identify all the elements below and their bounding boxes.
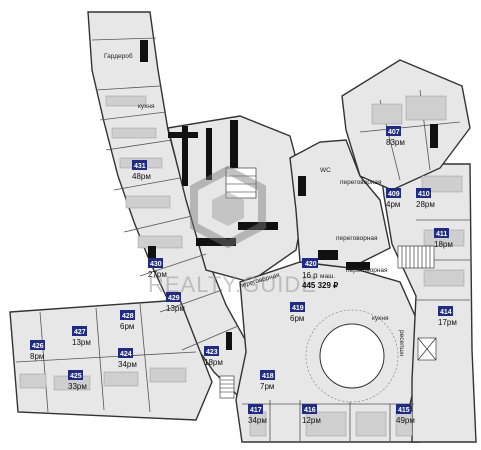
room-badge[interactable] bbox=[132, 160, 147, 170]
room-badge[interactable] bbox=[438, 306, 453, 316]
room-number: 407 bbox=[388, 129, 400, 136]
room-capacity: 8рм bbox=[30, 352, 44, 361]
room-badge[interactable] bbox=[204, 346, 219, 356]
room-number: 418 bbox=[262, 373, 274, 380]
room-number: 415 bbox=[398, 407, 410, 414]
room-capacity: 6рм bbox=[290, 314, 304, 323]
atrium-void bbox=[319, 323, 385, 389]
room-number: 419 bbox=[292, 305, 304, 312]
room-414[interactable]: 414 17рм bbox=[438, 306, 457, 327]
watermark-logo bbox=[190, 165, 266, 249]
room-capacity: 4рм bbox=[386, 200, 400, 209]
stairs bbox=[219, 167, 437, 399]
room-number: 417 bbox=[250, 407, 262, 414]
room-capacity: 18рм bbox=[434, 240, 453, 249]
room-badge[interactable] bbox=[166, 292, 181, 302]
room-badge-420[interactable] bbox=[302, 258, 318, 268]
room-number-420: 420 bbox=[305, 261, 317, 268]
room-415[interactable]: 415 49рм bbox=[396, 404, 415, 425]
kitchen-right-label: кухня bbox=[372, 315, 389, 322]
room-capacity: 7рм bbox=[260, 382, 274, 391]
room-capacity: 28рм bbox=[416, 200, 435, 209]
room-431[interactable]: 431 48рм bbox=[132, 160, 151, 181]
room-badges: 43148рм43027рм42913рм4286рм42713рм4268рм… bbox=[30, 126, 457, 425]
room-427[interactable]: 427 13рм bbox=[72, 326, 91, 347]
room-badge[interactable] bbox=[260, 370, 275, 380]
wc-label: WC bbox=[320, 167, 331, 174]
kitchen-top-label: кухня bbox=[138, 103, 155, 110]
meeting-room-label-3: переговорная bbox=[340, 179, 382, 186]
room-number: 426 bbox=[32, 343, 44, 350]
room-capacity: 13рм bbox=[72, 338, 91, 347]
room-capacity: 83рм bbox=[386, 138, 405, 147]
meeting-room-label-2: переговорная bbox=[346, 267, 388, 274]
room-capacity: 6рм bbox=[120, 322, 134, 331]
room-capacity: 17рм bbox=[438, 318, 457, 327]
room-capacity: 34рм bbox=[248, 416, 267, 425]
room-411[interactable]: 411 18рм bbox=[434, 228, 453, 249]
room-429[interactable]: 429 13рм bbox=[166, 292, 185, 313]
room-425[interactable]: 425 33рм bbox=[68, 370, 87, 391]
room-badge[interactable] bbox=[148, 258, 163, 268]
room-capacity-420: 16 р bbox=[302, 271, 318, 280]
room-badge[interactable] bbox=[72, 326, 87, 336]
room-price-420: 445 329 ₽ bbox=[302, 281, 338, 290]
room-407[interactable]: 407 83рм bbox=[386, 126, 405, 147]
room-capacity: 13рм bbox=[166, 304, 185, 313]
room-number: 428 bbox=[122, 313, 134, 320]
room-capacity: 48рм bbox=[132, 172, 151, 181]
room-number: 423 bbox=[206, 349, 218, 356]
room-badge[interactable] bbox=[302, 404, 317, 414]
room-badge[interactable] bbox=[290, 302, 305, 312]
wardrobe-label: Гардероб bbox=[104, 52, 133, 60]
room-badge[interactable] bbox=[386, 126, 401, 136]
room-number: 431 bbox=[134, 163, 146, 170]
room-badge[interactable] bbox=[386, 188, 401, 198]
room-badge[interactable] bbox=[248, 404, 263, 414]
room-capacity: 49рм bbox=[396, 416, 415, 425]
room-number: 425 bbox=[70, 373, 82, 380]
room-capacity: 33рм bbox=[68, 382, 87, 391]
room-badge[interactable] bbox=[68, 370, 83, 380]
structural-walls bbox=[140, 40, 438, 350]
room-number: 416 bbox=[304, 407, 316, 414]
meeting-room-label-1: переговорная bbox=[336, 235, 378, 242]
room-number: 414 bbox=[440, 309, 452, 316]
room-number: 429 bbox=[168, 295, 180, 302]
room-number: 409 bbox=[388, 191, 400, 198]
room-badge[interactable] bbox=[396, 404, 411, 414]
room-410[interactable]: 410 28рм bbox=[416, 188, 435, 209]
selected-room-callout[interactable]: 420 16 р маш. 445 329 ₽ bbox=[302, 258, 338, 290]
room-capacity: 34рм bbox=[118, 360, 137, 369]
room-capacity-420-suffix: маш. bbox=[320, 273, 335, 280]
reception-label: ресепшн bbox=[398, 330, 405, 357]
room-424[interactable]: 424 34рм bbox=[118, 348, 137, 369]
room-430[interactable]: 430 27рм bbox=[148, 258, 167, 279]
room-badge[interactable] bbox=[416, 188, 431, 198]
room-number: 430 bbox=[150, 261, 162, 268]
room-number: 410 bbox=[418, 191, 430, 198]
room-417[interactable]: 417 34рм bbox=[248, 404, 267, 425]
room-423[interactable]: 423 18рм bbox=[204, 346, 223, 367]
room-badge[interactable] bbox=[30, 340, 45, 350]
room-capacity: 18рм bbox=[204, 358, 223, 367]
room-capacity: 27рм bbox=[148, 270, 167, 279]
room-number: 424 bbox=[120, 351, 132, 358]
room-416[interactable]: 416 12рм bbox=[302, 404, 321, 425]
room-number: 411 bbox=[436, 231, 447, 238]
interior-walls bbox=[15, 37, 470, 442]
room-badge[interactable] bbox=[120, 310, 135, 320]
room-number: 427 bbox=[74, 329, 86, 336]
room-badge[interactable] bbox=[434, 228, 449, 238]
room-capacity: 12рм bbox=[302, 416, 321, 425]
building-footprint bbox=[9, 11, 477, 443]
room-badge[interactable] bbox=[118, 348, 133, 358]
